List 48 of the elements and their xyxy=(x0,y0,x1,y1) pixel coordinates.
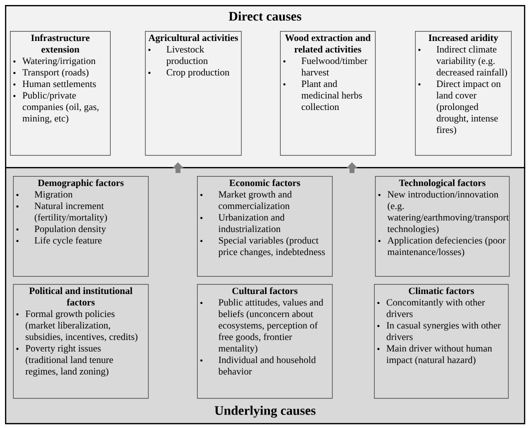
box-heading: Demographic factors xyxy=(38,179,124,188)
cause-box xyxy=(13,284,149,399)
bullet-item: Direct impact on land cover (prolonged drought, intense fires) xyxy=(418,80,501,135)
box-heading: Technological factors xyxy=(399,179,486,188)
box-heading: Wood extraction and related activities xyxy=(285,34,371,53)
bullet-item: Human settlements xyxy=(13,80,96,88)
panel-title: Direct causes xyxy=(228,12,302,21)
bullet-item: Livestock production xyxy=(148,46,208,66)
cause-box xyxy=(10,31,111,156)
box-heading: Climatic factors xyxy=(408,287,474,294)
cause-box xyxy=(280,31,376,156)
bullet-item: Population density xyxy=(16,225,106,234)
bullet-item: Indirect climate variability (e.g. decreased rainfall) xyxy=(418,46,508,78)
cause-box xyxy=(374,284,509,399)
box-heading: Cultural factors xyxy=(232,287,298,294)
bullet-item: Public attitudes, values and beliefs (unconcern about ecosystems, perception of free goods, frontier mentality) xyxy=(200,298,324,354)
box-heading: Political and institutional factors xyxy=(29,287,132,306)
bullet-item: Special variables (product price changes, indebtedness xyxy=(200,236,325,258)
box-heading: Infrastructure extension xyxy=(31,34,90,53)
bullet-item: Public/private companies (oil, gas, mining, etc) xyxy=(13,92,98,124)
bullet-item: Plant and medicinal herbs collection xyxy=(283,80,362,110)
bullet-item: New introduction/innovation (e.g. watering/earthmoving/transport technologies) xyxy=(378,190,509,234)
box-heading: Economic factors xyxy=(229,179,300,186)
cause-box xyxy=(13,176,149,277)
bullet-item: Transport (roads) xyxy=(13,68,88,78)
bullet-item: Main driver without human impact (natural hazard) xyxy=(377,344,492,366)
bullet-item: Poverty right issues (traditional land tenure regimes, land zoning) xyxy=(16,344,113,377)
bullet-item: Natural increment (fertility/mortality) xyxy=(16,202,107,223)
panel-title: Underlying causes xyxy=(214,406,316,418)
cause-box xyxy=(145,31,242,156)
bullet-item: Individual and household behavior xyxy=(200,356,316,375)
cause-box xyxy=(197,284,333,399)
cause-box xyxy=(197,176,333,277)
bullet-item: In casual synergies with other drivers xyxy=(377,322,501,340)
bullet-item: Watering/irrigation xyxy=(13,58,96,66)
bullet-item: Fuelwood/timber harvest xyxy=(283,57,368,76)
bullet-item: Application defeciencies (poor maintenance/losses) xyxy=(378,236,506,258)
bullet-item: Migration xyxy=(16,191,73,200)
box-heading: Increased aridity xyxy=(428,34,498,44)
bullet-item: Crop production xyxy=(148,68,230,78)
bullet-item: Formal growth policies (market liberalization, subsidies, incentives, credits) xyxy=(16,310,138,342)
cause-box xyxy=(415,31,512,156)
bullet-item: Market growth and commercialization xyxy=(200,190,292,210)
box-heading: Agricultural activities xyxy=(148,34,238,44)
bullet-item: Urbanization and industrialization xyxy=(200,214,285,232)
bullet-item: Concomitantly with other drivers xyxy=(377,298,485,318)
bullet-item: Life cycle feature xyxy=(16,236,102,246)
cause-box xyxy=(375,176,510,277)
